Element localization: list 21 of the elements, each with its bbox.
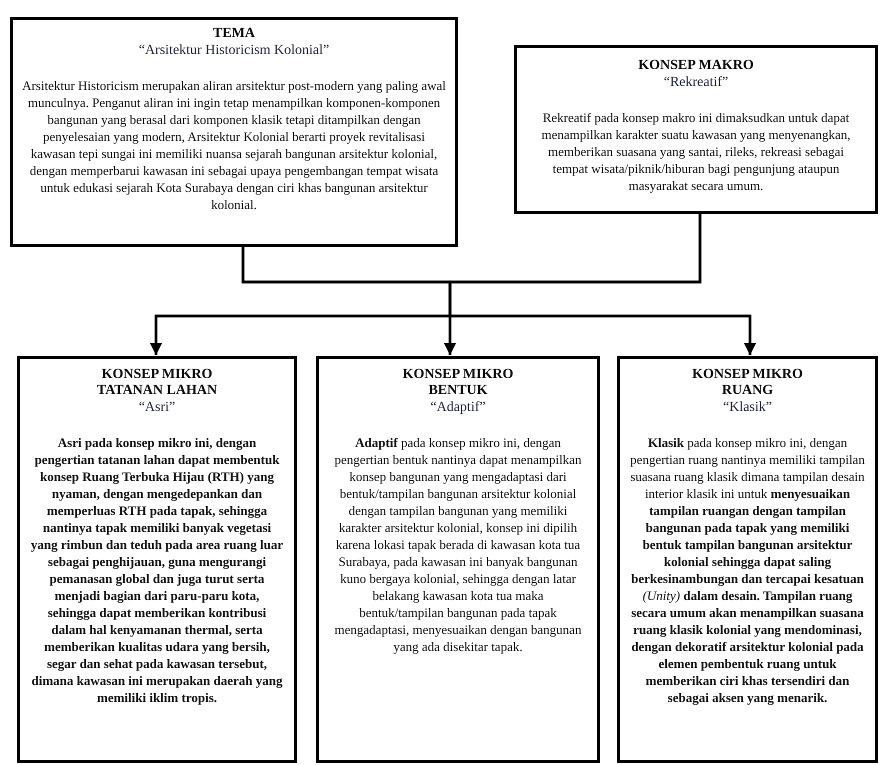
box-heading: KONSEP MIKRO TATANAN LAHAN (96, 367, 218, 399)
description-text: Adaptif pada konsep mikro ini, dengan pengertian bentuk nantinya dapat menampilkan konsep bangunan yang mengadaptasi dari bentuk/tampilan bangunan arsitektur kolonial dengan tampilan bangunan yang memiliki karakter arsitektur kolonial, konsep ini dipilih karena lokasi tapak berada di kawasan kota tua Surabaya, pada kawasan ini banyak bangunan kuno bergaya kolonial, sehingga dengan latar belakang kawasan kota tua maka bentuk/tampilan bangunan pada tapak mengadaptasi, menyesuaikan dengan bangunan yang ada disekitar tapak. (334, 434, 582, 655)
description-text: Arsitektur Historicism merupakan aliran arsitektur post-modern yang paling awal munculnya. Penganut aliran ini ingin tetap menampilkan komponen-komponen bangunan yang berasal dari komponen klasik tetapi ditampilkan dengan penyelesaian yang modern, Arsitektur Kolonial berarti proyek revitalisasi kawasan tepi sungai ini memiliki nuansa sejarah bangunan arsitektur kolonial, dengan memperbarui kawasan ini sebagai upaya pengembangan tempat wisata untuk edukasi sejarah Kota Surabaya dengan ciri khas bangunan arsitektur kolonial. (21, 77, 447, 213)
description-text: Rekreatif pada konsep makro ini dimaksudkan untuk dapat menampilkan karakter suatu kawasan yang menyenangkan, memberikan suasana yang santai, rileks, rekreasi sebagai tempat wisata/piknik/hiburan bagi pengunjung ataupun masyarakat secara umum. (540, 109, 852, 194)
description-text: Klasik pada konsep mikro ini, dengan pengertian ruang nantinya memiliki tampilan suasana ruang klasik dimana tampilan desain interior klasik ini untuk menyesuaikan tampilan ruangan dengan tampilan bangunan pada tapak yang memiliki bentuk tampilan bangunan arsitektur kolonial sehingga dapat saling berkesinambungan dan tercapai kesatuan (Unity) dalam desain. Tampilan ruang secara umum akan menampilkan suasana ruang klasik kolonial yang mendominasi, dengan dekoratif arsitektur kolonial pada elemen pembentuk ruang untuk memberikan ciri khas tersendiri dan sebagai aksen yang menarik. (629, 434, 866, 706)
concept-box (514, 45, 878, 214)
concept-box (617, 356, 878, 763)
description-text: Asri pada konsep mikro ini, dengan pengertian tatanan lahan dapat membentuk konsep Ruang Terbuka Hijau (RTH) yang nyaman, dengan mengedepankan dan memperluas RTH pada tapak, sehingga nantinya tapak memiliki banyak vegetasi yang rimbun dan teduh pada area ruang luar sebagai penghijauan, guna mengurangi pemanasan global dan juga turut serta menjadi bagian dari paru-paru kota, sehingga dapat memberikan kontribusi dalam hal kenyamanan thermal, serta memberikan kualitas udara yang bersih, segar dan sehat pada kawasan tersebut, dimana kawasan ini merupakan daerah yang memiliki iklim tropis. (30, 434, 284, 706)
concept-name: “Asri” (138, 399, 176, 416)
arrow (448, 214, 756, 355)
concept-box (316, 356, 600, 763)
concept-name: “Rekreatif” (664, 74, 728, 91)
concept-name: “Klasik” (723, 399, 772, 416)
concept-box (10, 17, 458, 247)
box-heading: KONSEP MIKRO BENTUK (402, 367, 514, 399)
box-heading: KONSEP MAKRO (638, 58, 754, 74)
concept-name: “Adaptif” (430, 399, 486, 416)
box-heading: TEMA (213, 26, 255, 42)
concept-name: “Arsitektur Historicism Kolonial” (138, 42, 330, 59)
box-heading: KONSEP MIKRO RUANG (691, 367, 804, 399)
concept-box (17, 356, 297, 763)
